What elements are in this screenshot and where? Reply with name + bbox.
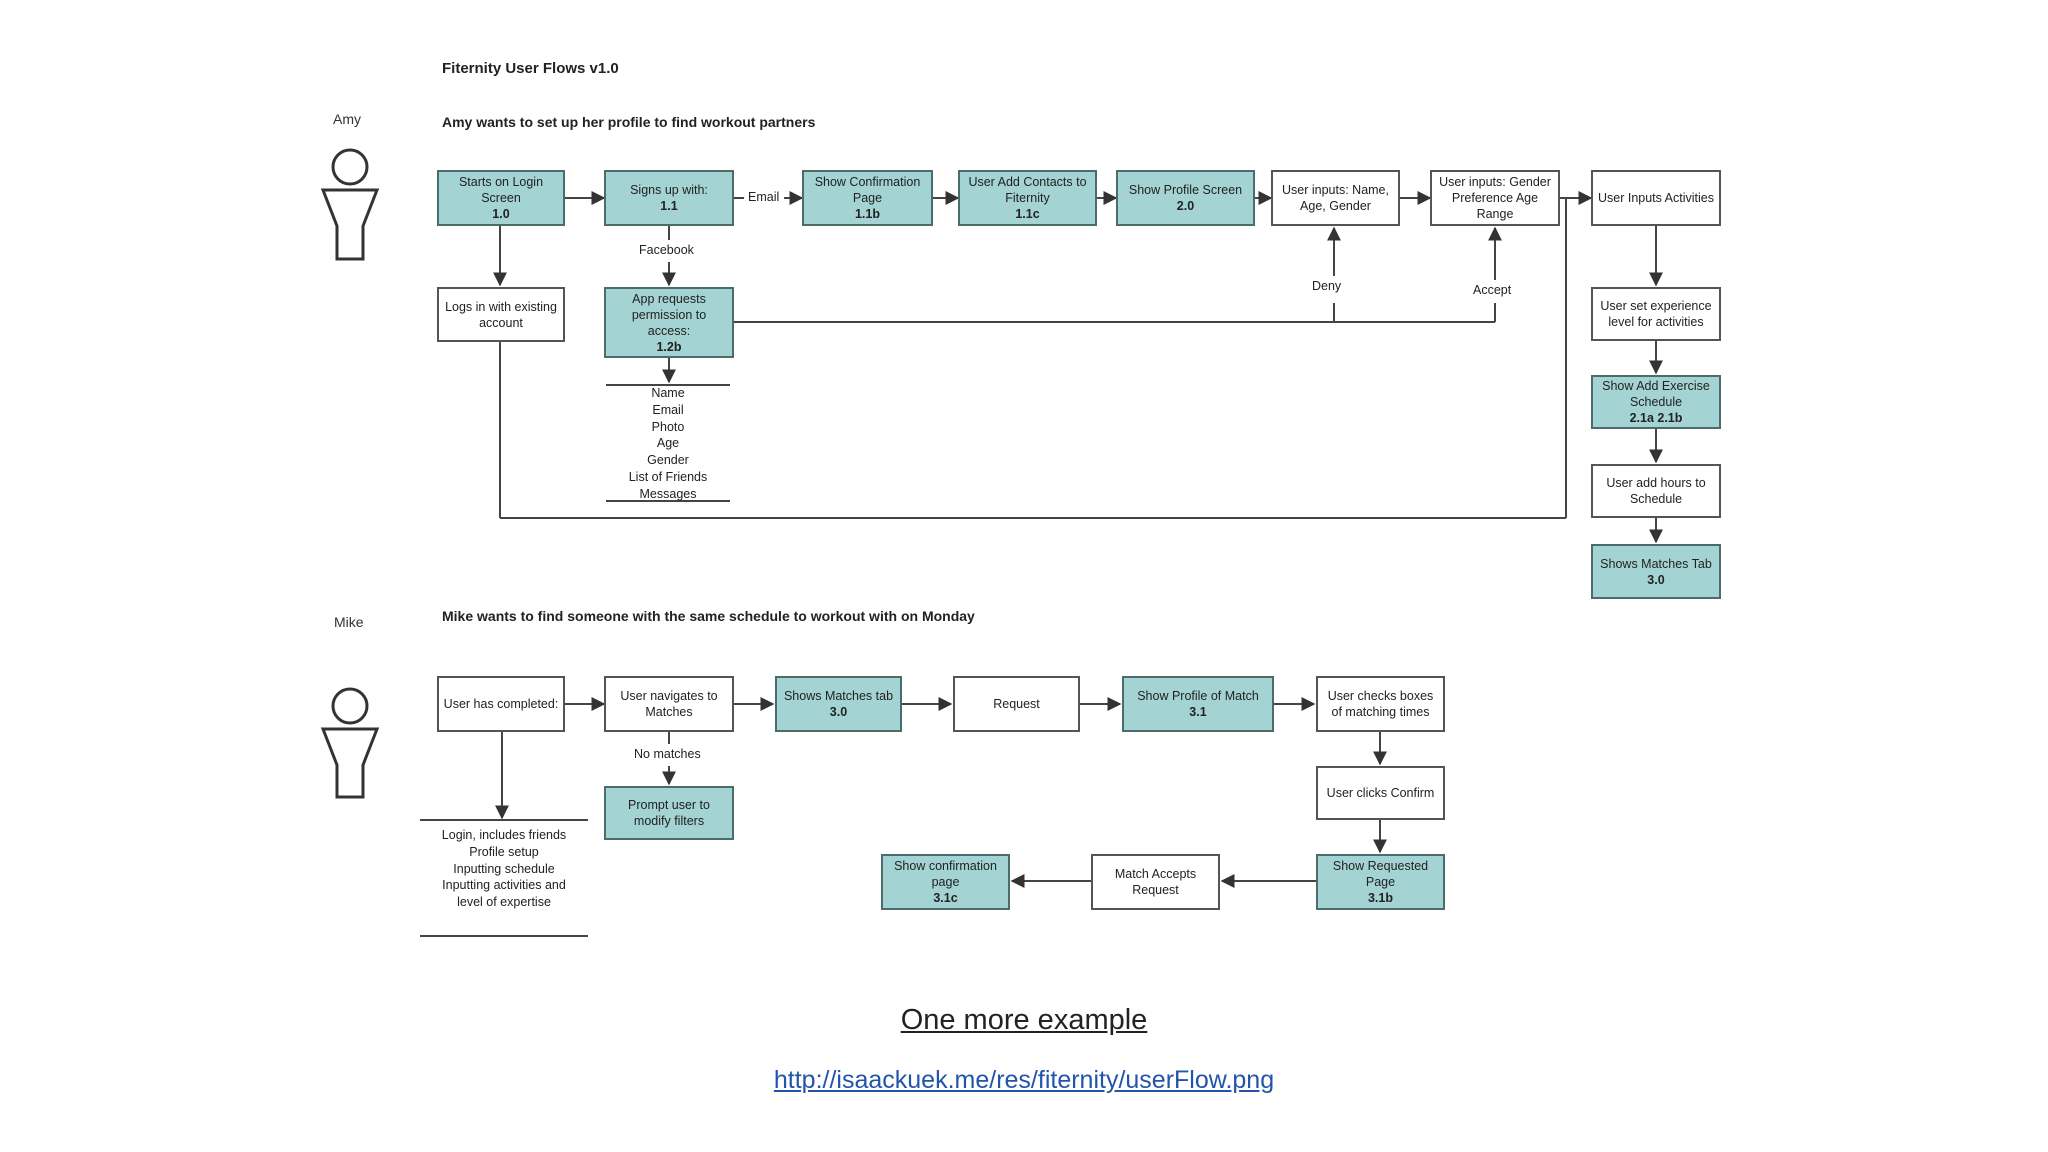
add-hours-box: User add hours to Schedule xyxy=(1591,464,1721,518)
permission-list: Name Email Photo Age Gender List of Frie… xyxy=(606,385,730,503)
list-item: Login, includes friends xyxy=(441,828,567,842)
confirmation-page-box: Show Confirmation Page 1.1b xyxy=(802,170,933,226)
email-label: Email xyxy=(745,190,783,204)
list-item: level of expertise xyxy=(457,895,551,910)
navigates-matches-box: User navigates to Matches xyxy=(604,676,734,732)
request-box: Request xyxy=(953,676,1080,732)
inputs-activities-box: User Inputs Activities xyxy=(1591,170,1721,226)
list-item: Photo xyxy=(651,419,685,434)
logs-in-box: Logs in with existing account xyxy=(437,287,565,342)
permission-box: App requests permission to access: 1.2b xyxy=(604,287,734,358)
list-item: List of Friends xyxy=(628,469,708,484)
requested-page-box: Show Requested Page 3.1b xyxy=(1316,854,1445,910)
prompt-modify-filters-box: Prompt user to modify filters xyxy=(604,786,734,840)
login-screen-box: Starts on Login Screen 1.0 xyxy=(437,170,565,226)
add-contacts-box: User Add Contacts to Fiternity 1.1c xyxy=(958,170,1097,226)
list-item: Age xyxy=(656,436,680,451)
mike-actor-icon xyxy=(320,687,380,799)
list-item: Profile setup xyxy=(469,844,539,859)
list-item: Email xyxy=(652,402,684,417)
list-item: Messages xyxy=(639,486,697,501)
caption-one-more-example: One more example xyxy=(900,1004,1148,1036)
signup-box: Signs up with: 1.1 xyxy=(604,170,734,226)
add-exercise-box: Show Add Exercise Schedule 2.1a 2.1b xyxy=(1591,375,1721,429)
profile-screen-box: Show Profile Screen 2.0 xyxy=(1116,170,1255,226)
mike-heading: Mike wants to find someone with the same… xyxy=(442,608,975,624)
list-item: Inputting activities and xyxy=(442,878,566,893)
accept-label: Accept xyxy=(1470,283,1515,297)
source-link[interactable]: http://isaackuek.me/res/fiternity/userFl… xyxy=(773,1066,1275,1094)
list-item: Inputting schedule xyxy=(453,861,555,876)
inputs-name-box: User inputs: Name, Age, Gender xyxy=(1271,170,1400,226)
show-confirmation-box: Show confirmation page 3.1c xyxy=(881,854,1010,910)
mike-actor-label: Mike xyxy=(334,614,364,630)
profile-of-match-box: Show Profile of Match 3.1 xyxy=(1122,676,1274,732)
user-completed-box: User has completed: xyxy=(437,676,565,732)
amy-actor-icon xyxy=(320,148,380,261)
list-item: Gender xyxy=(647,453,689,468)
completed-list: Login, includes friends Profile setup In… xyxy=(420,827,588,911)
list-item: Name xyxy=(651,386,685,400)
diagram-title: Fiternity User Flows v1.0 xyxy=(442,60,619,77)
clicks-confirm-box: User clicks Confirm xyxy=(1316,766,1445,820)
inputs-gender-box: User inputs: Gender Preference Age Range xyxy=(1430,170,1560,226)
experience-level-box: User set experience level for activities xyxy=(1591,287,1721,341)
checks-boxes-box: User checks boxes of matching times xyxy=(1316,676,1445,732)
deny-label: Deny xyxy=(1309,279,1345,293)
matches-tab-box-mike: Shows Matches tab 3.0 xyxy=(775,676,902,732)
matches-tab-box-amy: Shows Matches Tab 3.0 xyxy=(1591,544,1721,599)
facebook-label: Facebook xyxy=(636,243,697,257)
amy-actor-label: Amy xyxy=(333,111,361,127)
no-matches-label: No matches xyxy=(631,747,704,761)
amy-heading: Amy wants to set up her profile to find … xyxy=(442,114,816,130)
match-accepts-box: Match Accepts Request xyxy=(1091,854,1220,910)
